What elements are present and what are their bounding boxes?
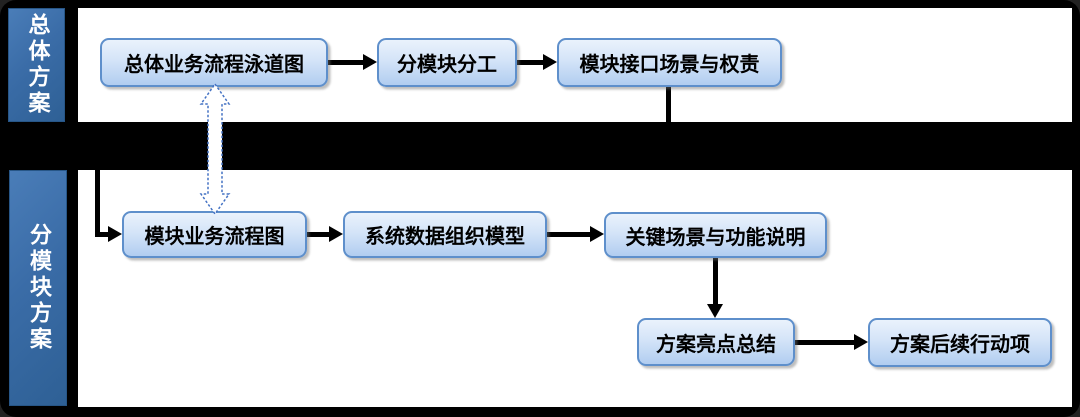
divider-band <box>0 122 1080 170</box>
connector-swimlane-to-division-line <box>328 60 363 65</box>
connector-flow-to-model-line <box>307 232 329 237</box>
connector-highlights-to-followups-arrow-icon <box>854 334 868 350</box>
connector-elbow-horizontal-line <box>95 232 108 237</box>
connector-model-to-scenarios-arrow-icon <box>590 226 604 242</box>
flow-node-module-interface: 模块接口场景与权责 <box>557 38 782 87</box>
connector-interface-drop-line <box>666 87 671 122</box>
lane-module-content <box>78 170 1072 407</box>
connector-elbow-vertical-line <box>95 170 100 237</box>
dotted-double-arrow-icon <box>199 82 231 216</box>
connector-flow-to-model-arrow-icon <box>329 226 343 242</box>
connector-swimlane-to-division-arrow-icon <box>363 54 377 70</box>
connector-elbow-arrow-icon <box>108 226 122 242</box>
connector-model-to-scenarios-line <box>547 232 590 237</box>
flow-node-data-model: 系统数据组织模型 <box>343 211 547 258</box>
connector-division-to-interface-line <box>517 60 543 65</box>
flow-node-highlights: 方案亮点总结 <box>637 318 795 366</box>
connector-highlights-to-followups-line <box>795 340 854 345</box>
flow-node-module-division: 分模块分工 <box>377 38 517 87</box>
connector-division-to-interface-arrow-icon <box>543 54 557 70</box>
connector-scenarios-to-highlights-arrow-icon <box>707 304 723 318</box>
flow-node-followups: 方案后续行动项 <box>868 318 1052 367</box>
lane-label-module: 分模块方案 <box>9 170 67 406</box>
flow-node-key-scenarios: 关键场景与功能说明 <box>604 212 827 258</box>
connector-scenarios-to-highlights-line <box>713 258 718 304</box>
lane-label-overall: 总体方案 <box>8 8 65 122</box>
